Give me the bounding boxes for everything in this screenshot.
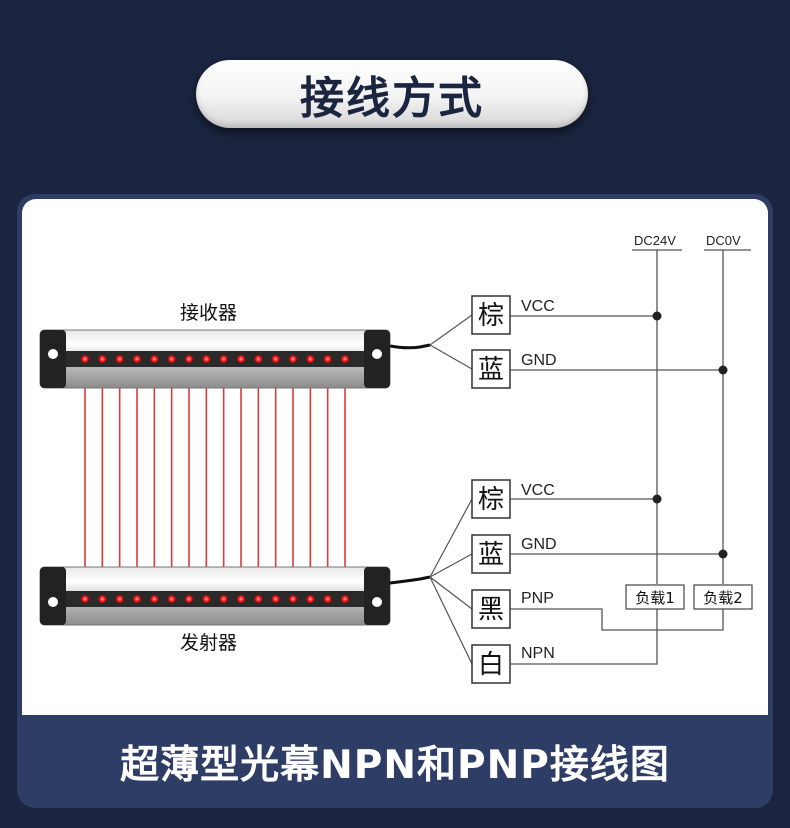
led-dot-icon — [133, 355, 141, 363]
load-box-2: 负载2 — [693, 584, 753, 610]
receiver-color-box: 棕 — [471, 295, 511, 335]
led-dot-icon — [289, 595, 297, 603]
caption-bar: 超薄型光幕NPN和PNP接线图 — [17, 715, 773, 808]
led-dot-icon — [341, 595, 349, 603]
receiver-color-box: 蓝 — [471, 349, 511, 389]
signal-label: VCC — [521, 482, 555, 499]
led-dot-icon — [254, 595, 263, 603]
led-dot-icon — [150, 595, 159, 603]
led-dot-icon — [81, 355, 89, 363]
emitter-bar — [39, 566, 391, 626]
led-dot-icon — [219, 355, 228, 363]
led-dot-icon — [150, 355, 159, 363]
svg-text:棕: 棕 — [478, 485, 504, 515]
svg-text:白: 白 — [478, 650, 504, 680]
diagram-card: 接收器 发射器 — [17, 194, 773, 808]
led-dot-icon — [306, 355, 315, 363]
led-dot-icon — [185, 595, 193, 603]
svg-text:黑: 黑 — [478, 595, 504, 625]
emitter-color-box: 黑 — [471, 589, 511, 629]
led-dot-icon — [271, 595, 280, 603]
page-title: 接线方式 — [300, 73, 484, 124]
signal-label: VCC — [521, 298, 555, 315]
mount-hole-icon — [48, 349, 58, 359]
emitter-cable — [389, 575, 431, 585]
led-dot-icon — [133, 595, 141, 603]
led-dot-icon — [219, 595, 228, 603]
led-dot-icon — [115, 595, 124, 603]
receiver-bar — [39, 329, 391, 389]
emitter-color-box: 蓝 — [471, 534, 511, 574]
led-dot-icon — [185, 355, 193, 363]
led-dot-icon — [237, 355, 245, 363]
diagram-panel: 接收器 发射器 — [22, 199, 768, 715]
caption-text: 超薄型光幕NPN和PNP接线图 — [120, 742, 670, 788]
led-dot-icon — [98, 355, 107, 363]
title-banner: 接线方式 — [196, 60, 588, 128]
emitter-color-box: 棕 — [471, 479, 511, 519]
led-dot-icon — [237, 595, 245, 603]
emitter-color-box: 白 — [471, 644, 511, 684]
mount-hole-icon — [372, 349, 382, 359]
led-dot-icon — [81, 595, 89, 603]
receiver-label: 接收器 — [180, 302, 237, 324]
led-dot-icon — [254, 355, 263, 363]
led-dot-icon — [323, 355, 332, 363]
svg-text:负载1: 负载1 — [635, 589, 675, 607]
led-dot-icon — [323, 595, 332, 603]
svg-text:负载2: 负载2 — [703, 589, 743, 607]
junction-dots — [652, 311, 728, 559]
led-dot-icon — [306, 595, 315, 603]
signal-label: GND — [521, 352, 557, 369]
led-dot-icon — [202, 595, 211, 603]
led-dot-icon — [289, 355, 297, 363]
svg-text:蓝: 蓝 — [478, 355, 504, 385]
light-beams — [84, 359, 346, 599]
led-dot-icon — [167, 355, 176, 363]
rail-label-dc24v: DC24V — [634, 233, 676, 248]
led-dot-icon — [115, 355, 124, 363]
signal-label: PNP — [521, 590, 554, 607]
svg-text:蓝: 蓝 — [478, 540, 504, 570]
svg-text:棕: 棕 — [478, 301, 504, 331]
emitter-label: 发射器 — [180, 632, 237, 654]
led-dot-icon — [98, 595, 107, 603]
mount-hole-icon — [372, 597, 382, 607]
receiver-wires — [429, 314, 473, 370]
led-dot-icon — [271, 355, 280, 363]
signal-label: GND — [521, 536, 557, 553]
rail-wiring — [510, 249, 751, 665]
load-box-1: 负载1 — [625, 584, 685, 610]
rail-label-dc0v: DC0V — [706, 233, 741, 248]
receiver-cable — [389, 343, 431, 350]
emitter-wires — [429, 498, 473, 665]
signal-label: NPN — [521, 645, 555, 662]
led-dot-icon — [202, 355, 211, 363]
led-dot-icon — [167, 595, 176, 603]
led-dot-icon — [341, 355, 349, 363]
mount-hole-icon — [48, 597, 58, 607]
wiring-diagram: 接收器 发射器 — [39, 233, 753, 684]
